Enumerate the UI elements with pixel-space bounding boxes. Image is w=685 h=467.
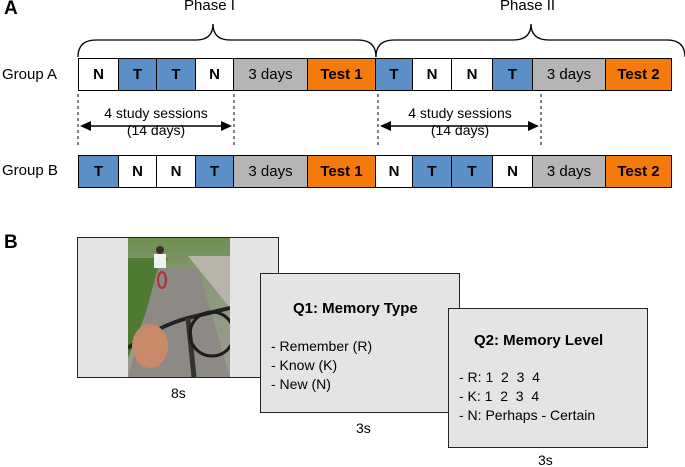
group-a-cell-N: N bbox=[451, 58, 493, 91]
group-b-cell-T: T bbox=[195, 155, 234, 188]
group-b-cell-T: T bbox=[451, 155, 493, 188]
group-a-cell-N: N bbox=[195, 58, 234, 91]
image-screen bbox=[77, 237, 279, 378]
sessions-1-line2: (14 days) bbox=[126, 122, 186, 138]
sessions-2-line2: (14 days) bbox=[430, 122, 490, 138]
q2-option-k-scale: - K: 1 2 3 4 bbox=[459, 388, 540, 404]
q1-option-know: - Know (K) bbox=[271, 357, 338, 373]
q1-duration: 3s bbox=[356, 420, 371, 436]
q2-duration: 3s bbox=[538, 452, 553, 467]
group-b-cell-days: 3 days bbox=[233, 155, 308, 188]
q1-title: Q1: Memory Type bbox=[293, 300, 418, 317]
panel-a-label: A bbox=[4, 0, 18, 19]
phase-2-label: Phase II bbox=[500, 0, 556, 14]
group-a-cell-days: 3 days bbox=[233, 58, 308, 91]
phase-1-label: Phase I bbox=[184, 0, 235, 14]
group-b-cell-test: Test 1 bbox=[307, 155, 376, 188]
group-a-cell-days: 3 days bbox=[532, 58, 606, 91]
group-b-cell-N: N bbox=[375, 155, 413, 188]
group-b-cell-N: N bbox=[156, 155, 196, 188]
q2-option-n-scale: - N: Perhaps - Certain bbox=[459, 407, 596, 423]
q1-option-new: - New (N) bbox=[271, 376, 331, 392]
panel-b-label: B bbox=[4, 232, 18, 253]
group-a-cell-N: N bbox=[78, 58, 119, 91]
group-a-cell-test: Test 1 bbox=[307, 58, 376, 91]
group-b-label: Group B bbox=[2, 162, 58, 179]
q1-screen: Q1: Memory Type - Remember (R) - Know (K… bbox=[260, 273, 460, 413]
group-b-cell-test: Test 2 bbox=[605, 155, 672, 188]
sessions-1-line1: 4 study sessions bbox=[104, 105, 208, 121]
group-a-label: Group A bbox=[2, 66, 58, 83]
sessions-2-line1: 4 study sessions bbox=[408, 105, 512, 121]
group-b-cell-N: N bbox=[492, 155, 533, 188]
group-a-cell-N: N bbox=[412, 58, 452, 91]
group-a-cell-T: T bbox=[156, 58, 196, 91]
sessions-1-label: 4 study sessions (14 days) bbox=[86, 105, 226, 139]
phase-1-brace bbox=[77, 23, 377, 58]
image-duration: 8s bbox=[171, 385, 186, 401]
q2-title: Q2: Memory Level bbox=[474, 332, 604, 349]
group-a-cell-test: Test 2 bbox=[605, 58, 672, 91]
group-b-cell-T: T bbox=[412, 155, 452, 188]
group-b-cell-N: N bbox=[118, 155, 157, 188]
group-a-cell-T: T bbox=[492, 58, 533, 91]
group-b-cell-T: T bbox=[78, 155, 119, 188]
q2-option-r-scale: - R: 1 2 3 4 bbox=[459, 369, 540, 385]
group-b-cell-days: 3 days bbox=[532, 155, 606, 188]
q1-option-remember: - Remember (R) bbox=[271, 338, 373, 354]
group-a-cell-T: T bbox=[375, 58, 413, 91]
phase-2-brace bbox=[375, 23, 685, 58]
sessions-2-label: 4 study sessions (14 days) bbox=[390, 105, 530, 139]
q2-screen: Q2: Memory Level - R: 1 2 3 4 - K: 1 2 3… bbox=[448, 308, 648, 448]
bicycle-photo bbox=[128, 238, 230, 377]
group-a-cell-T: T bbox=[118, 58, 157, 91]
